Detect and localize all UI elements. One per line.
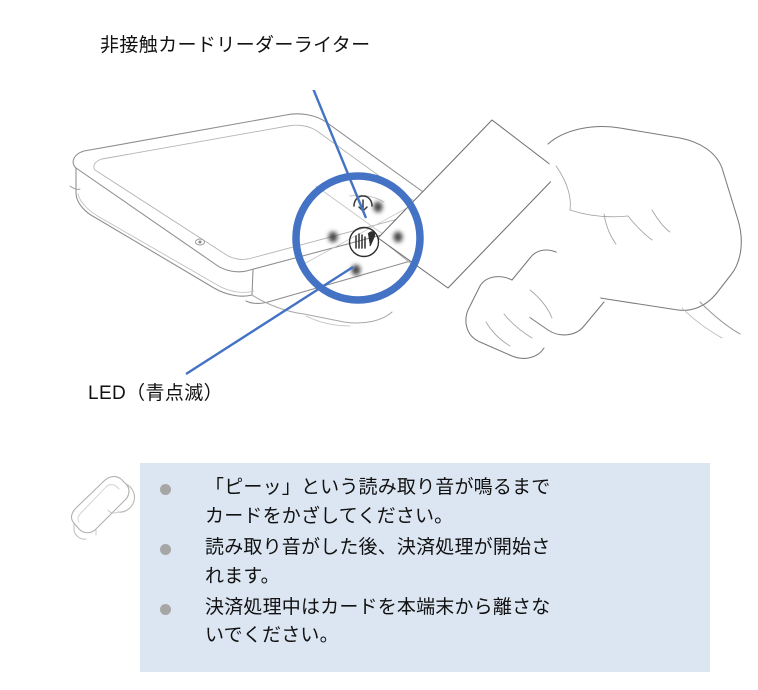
bullet-icon [160,603,171,615]
note-list-item: 「ピーッ」という読み取り音が鳴るまで カードをかざしてください。 [140,474,710,532]
note-item-text: 読み取り音がした後、決済処理が開始さ れます。 [205,536,551,587]
bullet-icon [160,543,171,555]
leader-line-reader [312,90,368,219]
blue-highlight-circle [292,172,424,304]
callout-label-card-reader: 非接触カードリーダーライター [100,35,371,56]
contactless-card [377,119,561,289]
hand-holding-card [465,126,742,359]
led-indicator-dots [328,201,403,276]
contactless-symbol [348,226,380,258]
callout-label-led: LED（青点滅） [88,383,224,404]
note-list-item: 決済処理中はカードを本端末から離さな いでください。 [140,594,710,652]
note-list: 「ピーッ」という読み取り音が鳴るまで カードをかざしてください。 読み取り音がし… [140,463,710,651]
note-item-text: 決済処理中はカードを本端末から離さな いでください。 [205,596,551,647]
bullet-icon [160,484,171,495]
note-item-text: 「ピーッ」という読み取り音が鳴るまで カードをかざしてください。 [205,477,551,527]
note-list-item: 読み取り音がした後、決済処理が開始さ れます。 [140,534,710,592]
terminal-illustration [69,90,742,376]
terminal-device-icon [71,476,136,540]
note-section: 「ピーッ」という読み取り音が鳴るまで カードをかざしてください。 読み取り音がし… [0,455,758,680]
leader-line-led [185,265,354,376]
note-box: 「ピーッ」という読み取り音が鳴るまで カードをかざしてください。 読み取り音がし… [140,463,710,672]
